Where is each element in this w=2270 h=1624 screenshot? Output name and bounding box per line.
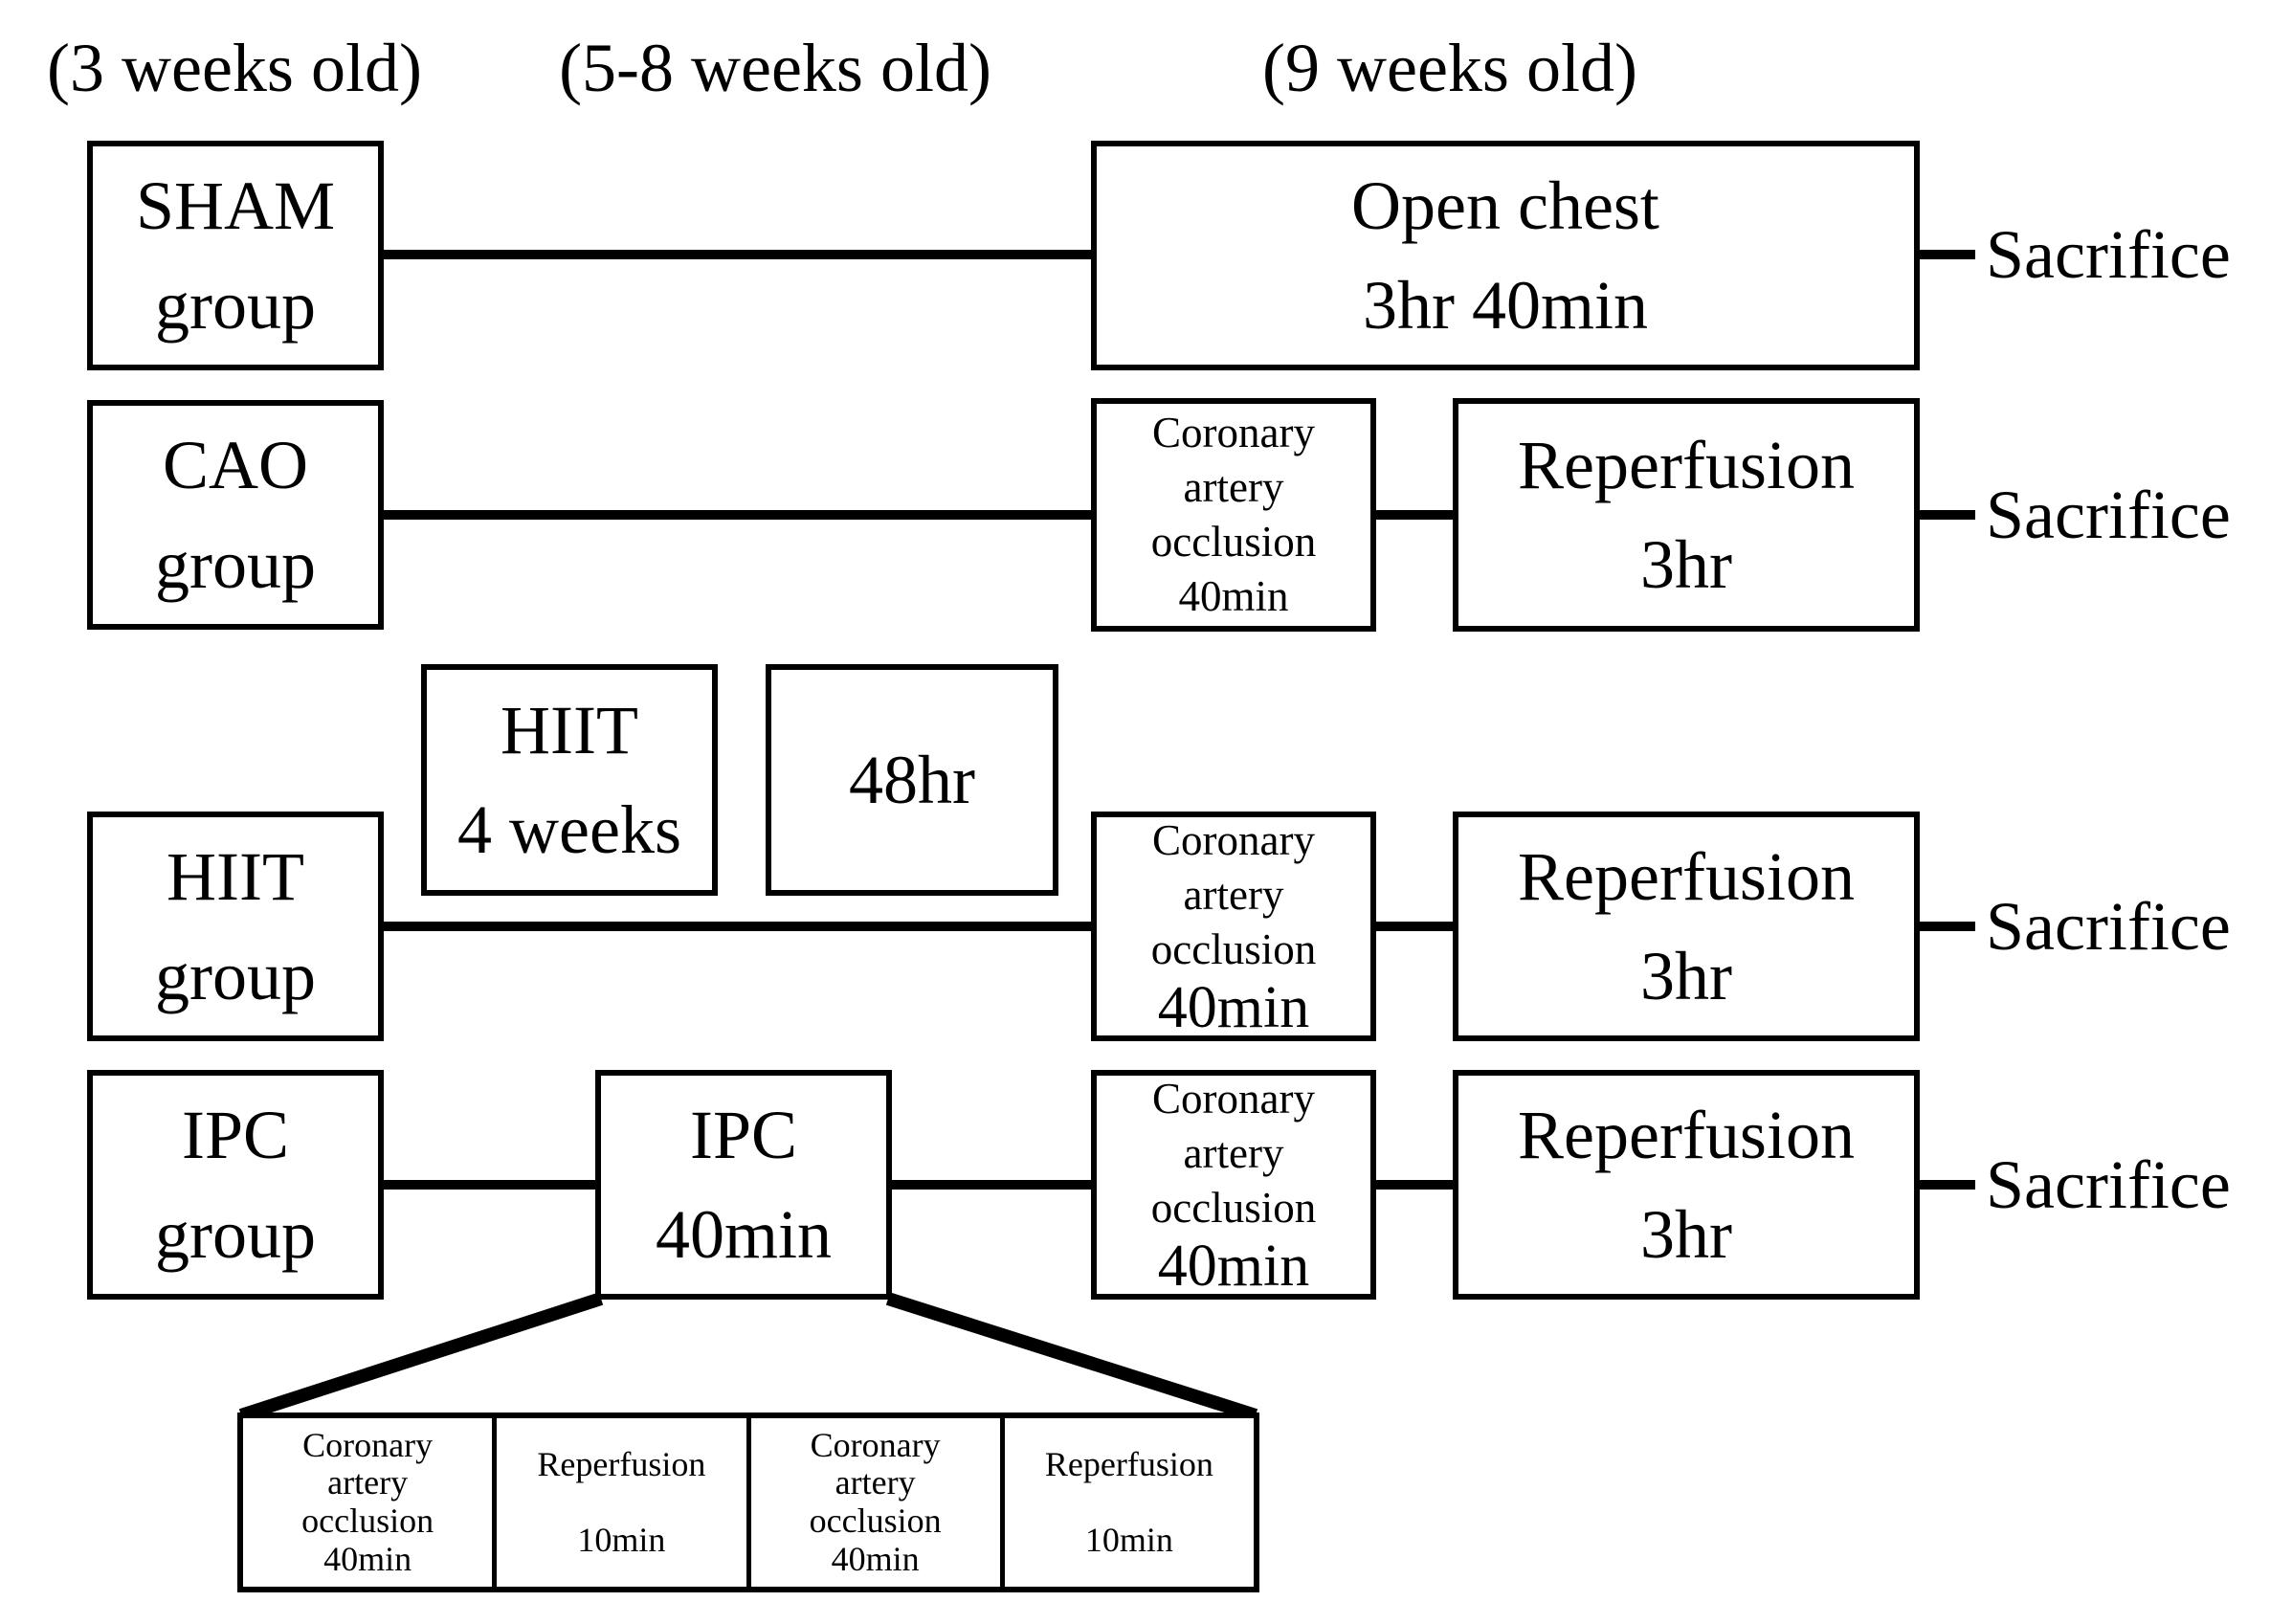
ipc-detail-cell-reperfusion-1: Reperfusion 10min bbox=[497, 1418, 751, 1587]
connector-line bbox=[384, 922, 1091, 931]
sham-group-box: SHAM group bbox=[87, 141, 384, 370]
occlusion-duration: 40min bbox=[1178, 572, 1289, 621]
hiit-occlusion-box: Coronary artery occlusion 40min bbox=[1091, 812, 1376, 1041]
hiit-training-box: HIIT 4 weeks bbox=[421, 664, 718, 896]
cao-group-box: CAO group bbox=[87, 400, 384, 630]
occlusion-text: Coronary artery occlusion bbox=[1150, 1074, 1317, 1233]
connector-tick bbox=[1376, 922, 1453, 931]
connector-tick bbox=[1920, 510, 1975, 520]
funnel-left-line bbox=[238, 1292, 604, 1422]
ipc-detail-strip: Coronary artery occlusion 40min Reperfus… bbox=[237, 1413, 1259, 1592]
occlusion-text: Coronary artery occlusion bbox=[1150, 408, 1317, 566]
connector-tick bbox=[1920, 250, 1975, 259]
connector-tick bbox=[1376, 510, 1453, 520]
age-label-9-weeks: (9 weeks old) bbox=[1262, 30, 1637, 106]
open-chest-box: Open chest 3hr 40min bbox=[1091, 141, 1920, 370]
ipc-40min-box: IPC 40min bbox=[595, 1070, 892, 1300]
sacrifice-label-sham: Sacrifice bbox=[1986, 216, 2231, 293]
connector-tick bbox=[1920, 1180, 1975, 1190]
connector-line bbox=[892, 1180, 1091, 1190]
ipc-reperfusion-box: Reperfusion 3hr bbox=[1453, 1070, 1920, 1300]
cao-occlusion-box: Coronary artery occlusion 40min bbox=[1091, 398, 1376, 632]
hiit-reperfusion-box: Reperfusion 3hr bbox=[1453, 812, 1920, 1041]
age-label-3-weeks: (3 weeks old) bbox=[47, 30, 422, 106]
occlusion-text: Coronary artery occlusion bbox=[1150, 815, 1317, 974]
ipc-detail-cell-reperfusion-2: Reperfusion 10min bbox=[1044, 1444, 1213, 1559]
ipc-group-box: IPC group bbox=[87, 1070, 384, 1300]
connector-line bbox=[384, 1180, 595, 1190]
connector-tick bbox=[1920, 922, 1975, 931]
connector-line bbox=[384, 510, 1091, 520]
connector-line bbox=[384, 250, 1091, 259]
age-label-5-8-weeks: (5-8 weeks old) bbox=[559, 30, 991, 106]
ipc-occlusion-box: Coronary artery occlusion 40min bbox=[1091, 1070, 1376, 1300]
sacrifice-label-hiit: Sacrifice bbox=[1986, 888, 2231, 965]
connector-tick bbox=[1376, 1180, 1453, 1190]
ipc-detail-cell-occlusion-1: Coronary artery occlusion 40min bbox=[243, 1418, 498, 1587]
occlusion-duration: 40min bbox=[1157, 975, 1310, 1041]
sacrifice-label-ipc: Sacrifice bbox=[1986, 1146, 2231, 1223]
funnel-right-line bbox=[885, 1292, 1258, 1422]
occlusion-duration: 40min bbox=[1157, 1234, 1310, 1300]
ipc-detail-cell-occlusion-2: Coronary artery occlusion 40min bbox=[751, 1418, 1005, 1587]
cao-reperfusion-box: Reperfusion 3hr bbox=[1453, 398, 1920, 632]
hiit-group-box: HIIT group bbox=[87, 812, 384, 1041]
sacrifice-label-cao: Sacrifice bbox=[1986, 477, 2231, 553]
rest-48hr-box: 48hr bbox=[766, 664, 1058, 896]
